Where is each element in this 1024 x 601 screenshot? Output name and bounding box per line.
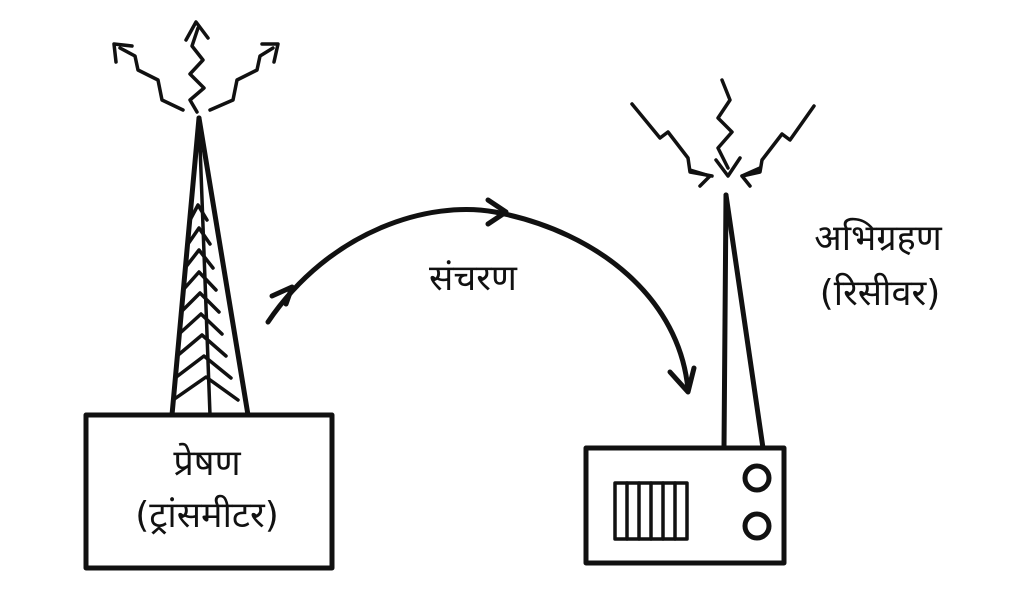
transmitter-label-line2: (ट्रांसमीटर): [135, 494, 279, 536]
signal-wave-left: [118, 46, 185, 112]
transmitter-box: [83, 412, 335, 571]
arrowhead: [714, 156, 742, 178]
arrowhead: [688, 168, 712, 188]
receiver-signal-waves: [630, 78, 816, 188]
transmission-arrow: [265, 197, 697, 395]
receiver-knob-top: [742, 463, 772, 493]
signal-wave-right: [740, 104, 816, 178]
receiver-knob-bottom: [742, 511, 772, 541]
speaker-grille: [613, 481, 689, 541]
arrowhead: [740, 166, 762, 188]
transmitter-tower: [169, 115, 251, 418]
transmitter-label-line1: प्रेषण: [173, 442, 241, 484]
receiver-label-line1: अभिग्रहण: [814, 217, 943, 259]
receiver-antenna: [721, 192, 766, 451]
signal-wave-left: [630, 102, 714, 178]
arrowhead: [260, 42, 280, 64]
transmission-label: संचरण: [429, 258, 518, 299]
signal-wave-right: [208, 46, 275, 112]
arrowhead: [112, 42, 134, 64]
signal-wave-center: [188, 26, 206, 114]
receiver-box: [583, 445, 787, 566]
signal-wave-center: [716, 78, 734, 170]
arrowhead: [184, 20, 210, 42]
receiver-label-line2: (रिसीवर): [820, 272, 941, 314]
transmitter-signal-waves: [112, 20, 280, 114]
